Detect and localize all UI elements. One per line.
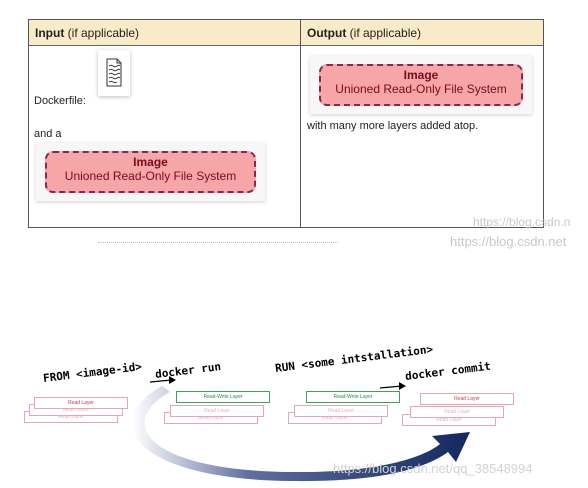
dockerfile-label: Dockerfile: bbox=[34, 95, 86, 107]
output-image-title: Image bbox=[403, 68, 439, 82]
column-divider bbox=[300, 20, 301, 227]
input-image-pill: Image Unioned Read-Only File System bbox=[45, 151, 256, 193]
stage4-layer-2: Read Layer bbox=[410, 406, 504, 418]
stage2-layer-2: Read Layer bbox=[170, 405, 264, 417]
dockerfile-icon bbox=[98, 50, 130, 96]
output-note: with many more layers added atop. bbox=[307, 120, 479, 132]
watermark-top-2: https://blog.csdn.net bbox=[450, 234, 567, 249]
stage1-layer-1: Read Layer bbox=[34, 397, 128, 409]
watermark-top-1: https://blog.csdn.n bbox=[473, 215, 571, 229]
output-header-rest: (if applicable) bbox=[346, 26, 422, 40]
input-header-rest: (if applicable) bbox=[64, 26, 140, 40]
watermark-bottom: https://blog.csdn.net/qq_38548994 bbox=[333, 461, 533, 476]
io-table: Input (if applicable) Output (if applica… bbox=[28, 19, 544, 228]
input-image-title: Image bbox=[133, 155, 168, 169]
input-image-card: Image Unioned Read-Only File System bbox=[36, 143, 265, 201]
input-image-subtitle: Unioned Read-Only File System bbox=[64, 169, 237, 183]
arrow-run-to-commit bbox=[379, 385, 403, 389]
faint-divider bbox=[98, 242, 338, 243]
stage3-layer-2: Read Layer bbox=[294, 405, 388, 417]
stage3-rw-layer: Read-Write Layer bbox=[306, 391, 400, 403]
table-header-row bbox=[29, 20, 543, 46]
output-header: Output (if applicable) bbox=[307, 26, 421, 40]
arrow-from-to-run-head bbox=[169, 376, 176, 384]
input-header: Input (if applicable) bbox=[35, 26, 139, 40]
output-image-pill: Image Unioned Read-Only File System bbox=[319, 64, 523, 106]
stage2-rw-layer: Read-Write Layer bbox=[176, 391, 270, 403]
arrow-from-to-run bbox=[149, 379, 173, 383]
output-header-bold: Output bbox=[307, 26, 347, 40]
and-a-label: and a bbox=[34, 128, 62, 140]
output-image-card: Image Unioned Read-Only File System bbox=[310, 56, 532, 114]
input-header-bold: Input bbox=[35, 26, 65, 40]
arrow-run-to-commit-head bbox=[399, 382, 406, 390]
output-image-subtitle: Unioned Read-Only File System bbox=[335, 82, 507, 96]
stage4-read-layer: Read Layer bbox=[420, 393, 514, 405]
